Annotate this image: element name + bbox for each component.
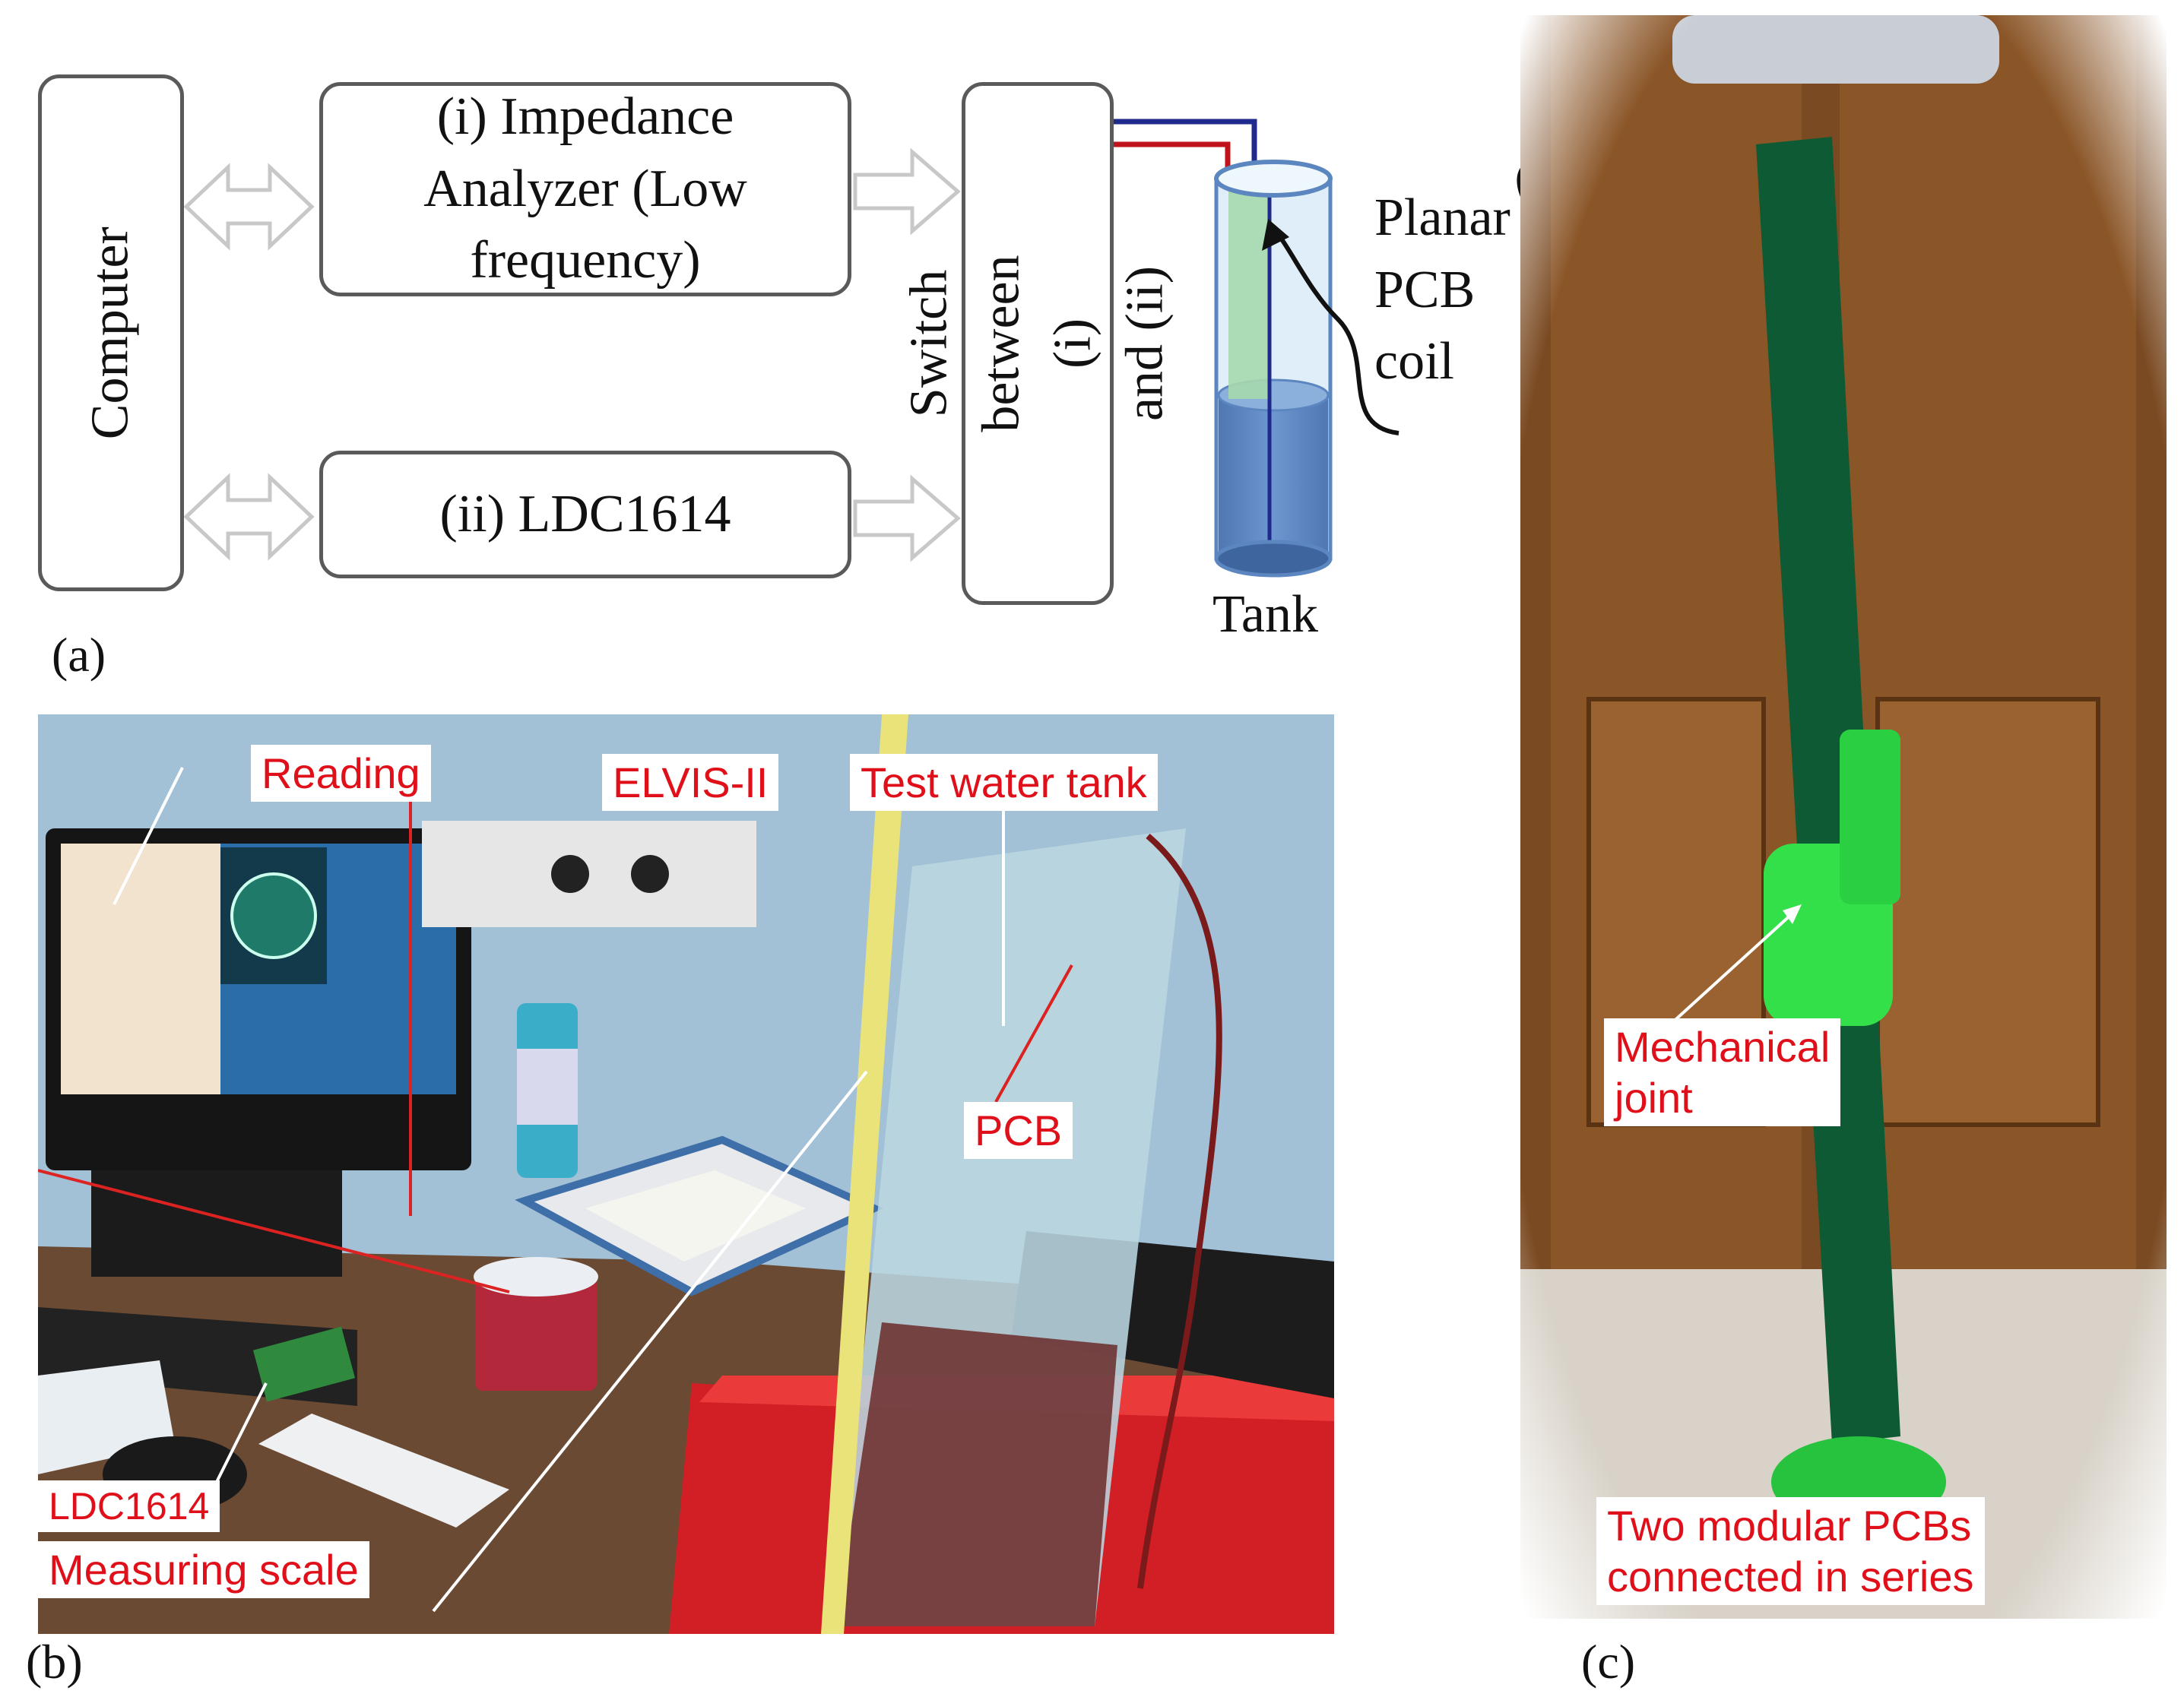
switch-block: Switch between (i) and (ii) (900, 82, 1174, 605)
tank-label: Tank (1212, 585, 1318, 644)
panel-b-label: (b) (26, 1635, 83, 1689)
panel-c-label: (c) (1581, 1635, 1636, 1689)
tag-pcb: PCB (964, 1102, 1073, 1160)
tag-two-modular-pcbs: Two modular PCBs connected in series (1596, 1497, 1985, 1606)
lab-scene (38, 714, 1334, 1634)
coil-pointer-arrow (1271, 226, 1399, 435)
ldc1614-block: (ii) LDC1614 (319, 451, 851, 578)
impedance-analyzer-label: (i) Impedance Analyzer (Low frequency) (423, 87, 747, 290)
panel-a-label: (a) (52, 628, 106, 682)
wire-red (1110, 141, 1231, 179)
switch-label: Switch between (i) and (ii) (900, 255, 1174, 432)
bidirectional-arrow-top (183, 163, 315, 251)
tag-measuring-scale: Measuring scale (38, 1541, 369, 1599)
arrow-impedance-to-switch (853, 147, 961, 236)
bidirectional-arrow-bottom (183, 473, 315, 561)
planar-pcb-coil-label: Planar PCB coil (1374, 188, 1510, 391)
computer-block: Computer (38, 74, 184, 591)
computer-label: Computer (81, 226, 140, 439)
impedance-analyzer-block: (i) Impedance Analyzer (Low frequency) (319, 82, 851, 296)
tag-test-water-tank: Test water tank (850, 754, 1158, 812)
wire-blue (1110, 119, 1257, 179)
ldc1614-label: (ii) LDC1614 (439, 484, 731, 543)
tag-mechanical-joint: Mechanical joint (1604, 1018, 1841, 1127)
photo-modular-pcb: Mechanical joint Two modular PCBs connec… (1520, 15, 2167, 1619)
tag-elvis-ii: ELVIS-II (602, 754, 779, 812)
tag-ldc1614: LDC1614 (38, 1480, 220, 1532)
tube-scene (1520, 15, 2167, 1619)
arrow-ldc-to-switch (853, 474, 961, 562)
tag-reading: Reading (251, 745, 431, 803)
photo-lab-setup: Reading ELVIS-II Test water tank PCB LDC… (38, 714, 1334, 1634)
